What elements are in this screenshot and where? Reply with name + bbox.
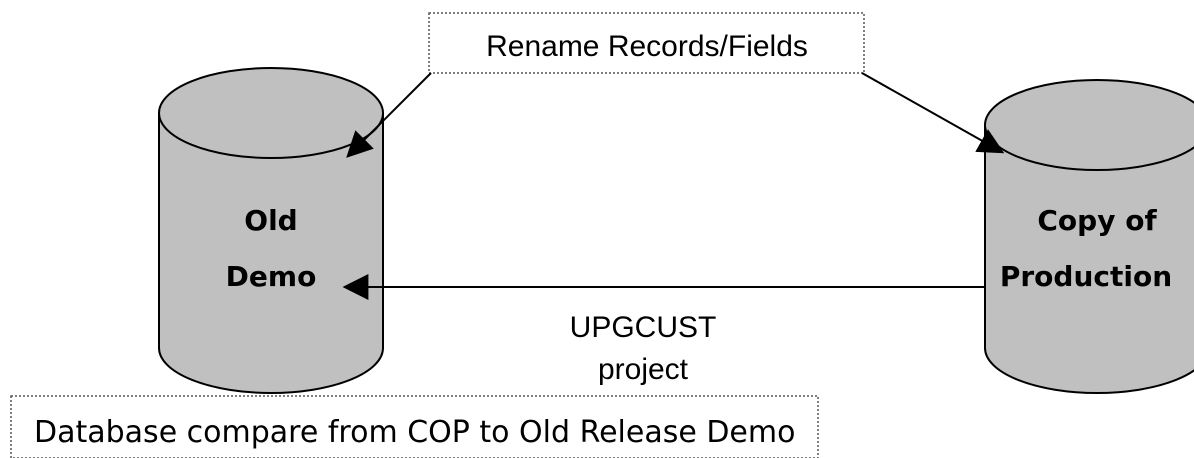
rename-to-old-demo-arrow bbox=[346, 72, 432, 158]
copy-of-production-cylinder-body bbox=[984, 125, 1194, 394]
rename-box-text: Rename Records/Fields bbox=[486, 30, 808, 63]
rename-to-copy-of-production-arrow bbox=[861, 72, 1005, 154]
database-compare-box: Database compare from COP to Old Release… bbox=[10, 395, 819, 458]
compare-box-text: Database compare from COP to Old Release… bbox=[34, 415, 795, 450]
copy-of-production-database: Copy of Production bbox=[984, 79, 1194, 394]
compare-box-border bbox=[10, 395, 819, 458]
upgcust-label-line2: project bbox=[598, 353, 689, 386]
copy-of-production-label-line1: Copy of bbox=[1037, 204, 1157, 237]
old-demo-label-line1: Old bbox=[244, 204, 297, 237]
old-demo-cylinder-top bbox=[158, 67, 384, 159]
upgcust-label-line1: UPGCUST bbox=[570, 311, 717, 344]
copy-of-production-label-line2: Production bbox=[1000, 260, 1172, 293]
copy-of-production-cylinder-top bbox=[984, 79, 1194, 171]
rename-box-border bbox=[428, 12, 865, 74]
rename-records-fields-box: Rename Records/Fields bbox=[428, 12, 865, 74]
old-demo-database: Old Demo bbox=[158, 67, 384, 394]
old-demo-label-line2: Demo bbox=[226, 260, 317, 293]
old-demo-cylinder-body bbox=[158, 113, 384, 394]
